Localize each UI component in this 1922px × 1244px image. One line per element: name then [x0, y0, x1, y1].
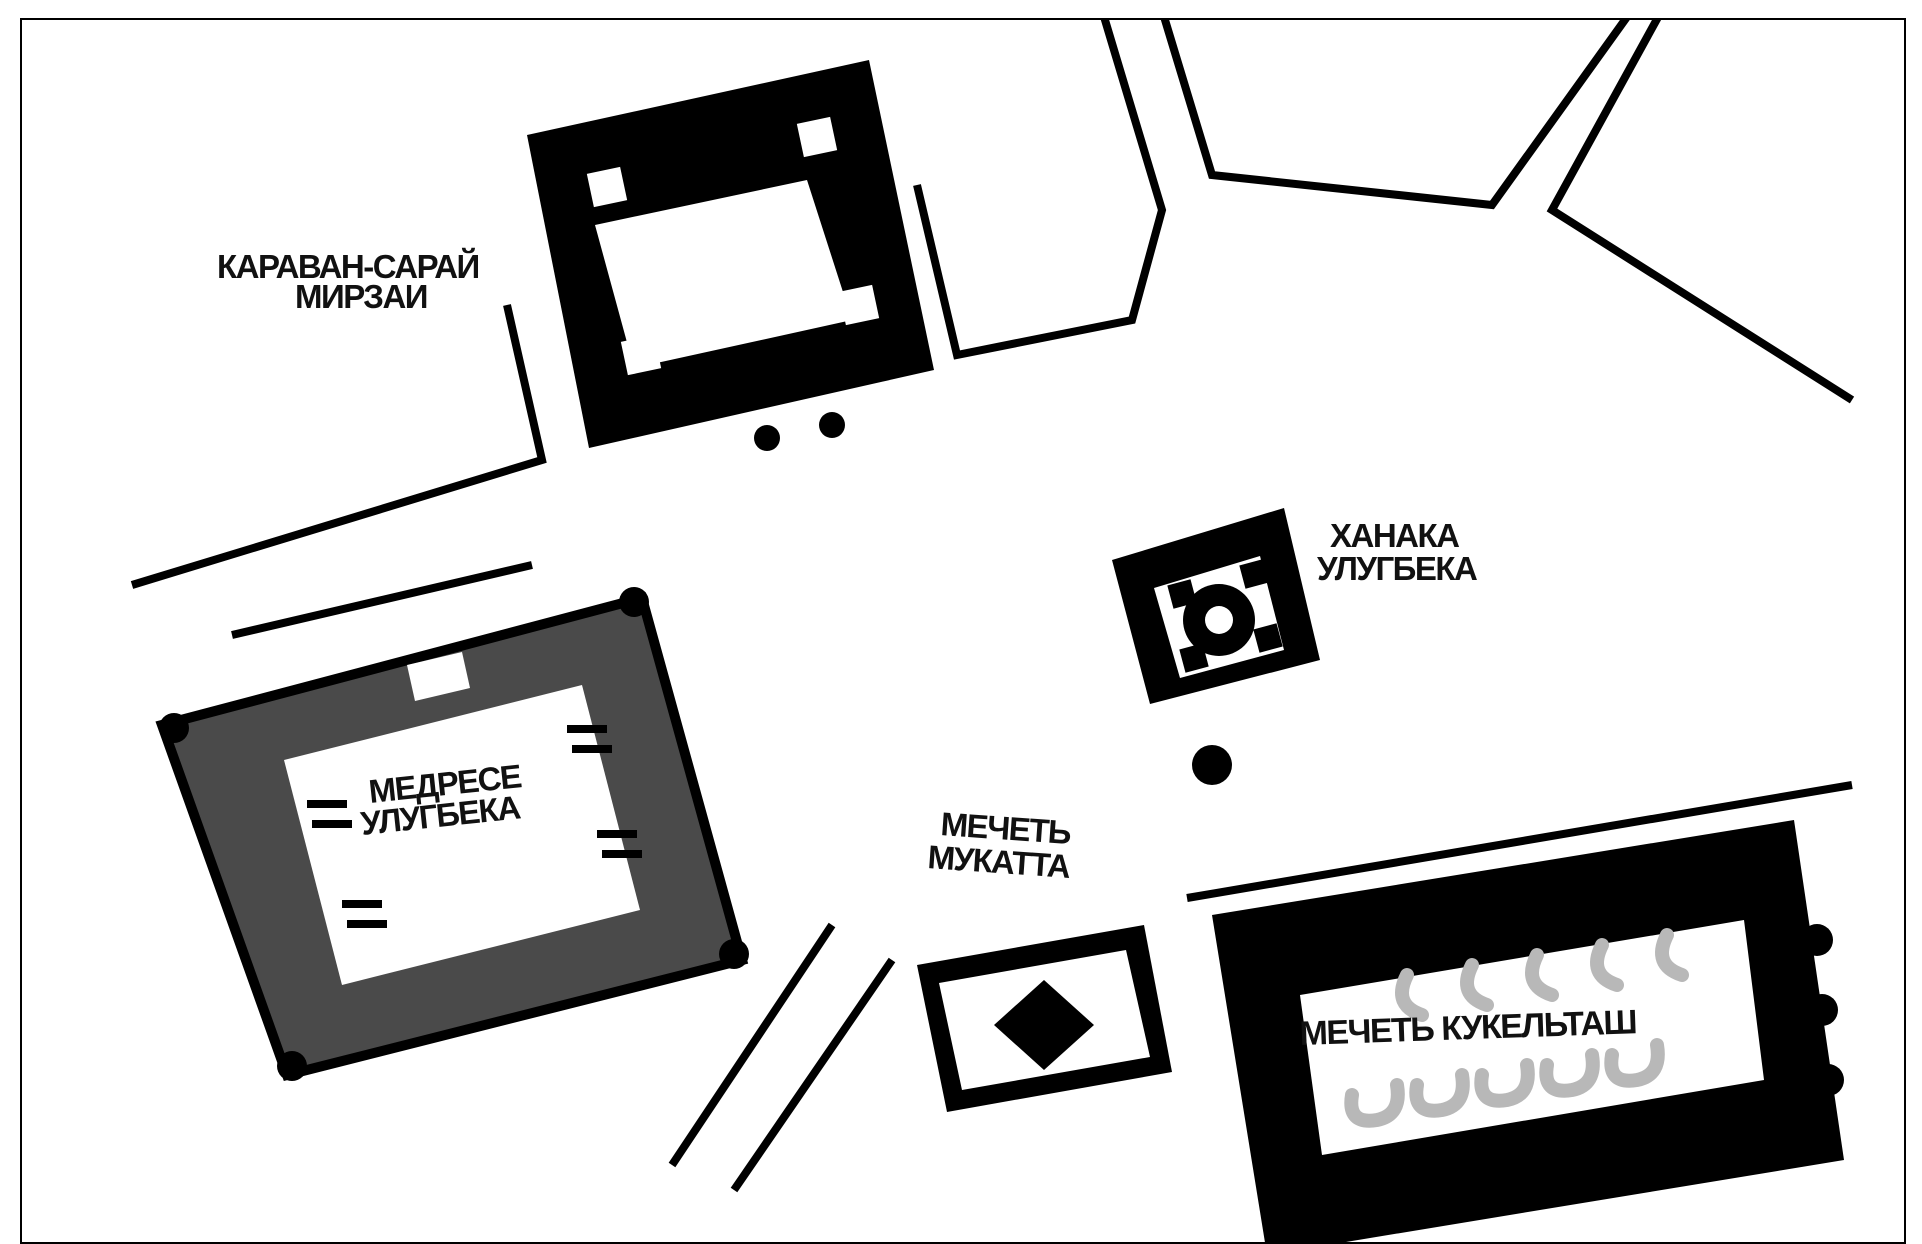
kukeltash-arch [1539, 1048, 1600, 1098]
madrasa-corner-tower [719, 939, 749, 969]
map-frame: КАРАВАН-САРАЙ МИРЗАИ ХАНАКА УЛУГБЕКА МЕД… [20, 18, 1906, 1244]
caravanserai-courtyard [595, 180, 852, 368]
street-line-upper-road [1160, 20, 1630, 210]
khanaka-pier [1239, 559, 1269, 589]
kukeltash-buttress [1806, 994, 1838, 1026]
kukeltash-buttress [1812, 1064, 1844, 1096]
madrasa-cell [602, 850, 642, 858]
madrasa-building [155, 587, 749, 1081]
mosque-kukeltash-building [1212, 820, 1844, 1242]
mukatta-mihrab [994, 980, 1094, 1070]
label-mosque-mukatta-line1: МЕЧЕТЬ [940, 805, 1073, 851]
well-circle [1192, 745, 1232, 785]
madrasa-corner-tower [277, 1051, 307, 1081]
kukeltash-arch [1525, 948, 1559, 1002]
caravanserai-cell [586, 166, 628, 208]
mosque-mukatta-building [917, 925, 1172, 1112]
street-line-right-road [1546, 20, 1855, 404]
madrasa-corner-tower [159, 713, 189, 743]
madrasa-cell [347, 920, 387, 928]
kukeltash-arch [1395, 968, 1429, 1022]
khanaka-building [1112, 508, 1320, 704]
street-line-southwest-2 [730, 957, 896, 1193]
kukeltash-arch [1474, 1058, 1535, 1108]
street-line-southwest-1 [668, 922, 836, 1168]
madrasa-corner-tower [619, 587, 649, 617]
street-line-madrasa-north [231, 561, 533, 639]
madrasa-cell [597, 830, 637, 838]
street-line-kukeltash-north [1186, 781, 1853, 902]
madrasa-courtyard [284, 685, 640, 985]
kukeltash-arch-marks [1344, 928, 1689, 1128]
kukeltash-arch [1590, 938, 1624, 992]
caravanserai-cell [838, 284, 880, 326]
madrasa-cell [307, 800, 347, 808]
caravanserai-cell [796, 116, 838, 158]
kukeltash-buttress [1801, 924, 1833, 956]
madrasa-north-gap [407, 652, 470, 701]
label-khanaka-line2: УЛУГБЕКА [1317, 550, 1477, 587]
kukeltash-arch [1655, 928, 1689, 982]
kukeltash-arch [1409, 1068, 1470, 1118]
caravanserai-portal-tower [754, 425, 780, 451]
kukeltash-arch [1344, 1078, 1405, 1128]
kukeltash-arch [1460, 958, 1494, 1012]
label-khanaka-line1: ХАНАКА [1330, 517, 1459, 554]
caravanserai-building [527, 60, 934, 451]
label-caravanserai-line2: МИРЗАИ [295, 278, 427, 315]
khanaka-dome-center [1205, 606, 1233, 634]
madrasa-cell [572, 745, 612, 753]
kukeltash-arch [1604, 1038, 1665, 1088]
caravanserai-cell [620, 334, 662, 376]
street-lines [130, 20, 1855, 1193]
caravanserai-portal-tower [819, 412, 845, 438]
madrasa-cell [567, 725, 607, 733]
label-caravanserai-line1: КАРАВАН-САРАЙ [217, 247, 479, 285]
madrasa-cell [312, 820, 352, 828]
khanaka-pier [1253, 623, 1283, 653]
madrasa-cell [342, 900, 382, 908]
street-line-upper-left [130, 304, 547, 589]
madrasa-cell-marks [307, 725, 642, 928]
site-plan-map: КАРАВАН-САРАЙ МИРЗАИ ХАНАКА УЛУГБЕКА МЕД… [130, 20, 1855, 1242]
street-line-caravanserai-east [913, 20, 1167, 360]
